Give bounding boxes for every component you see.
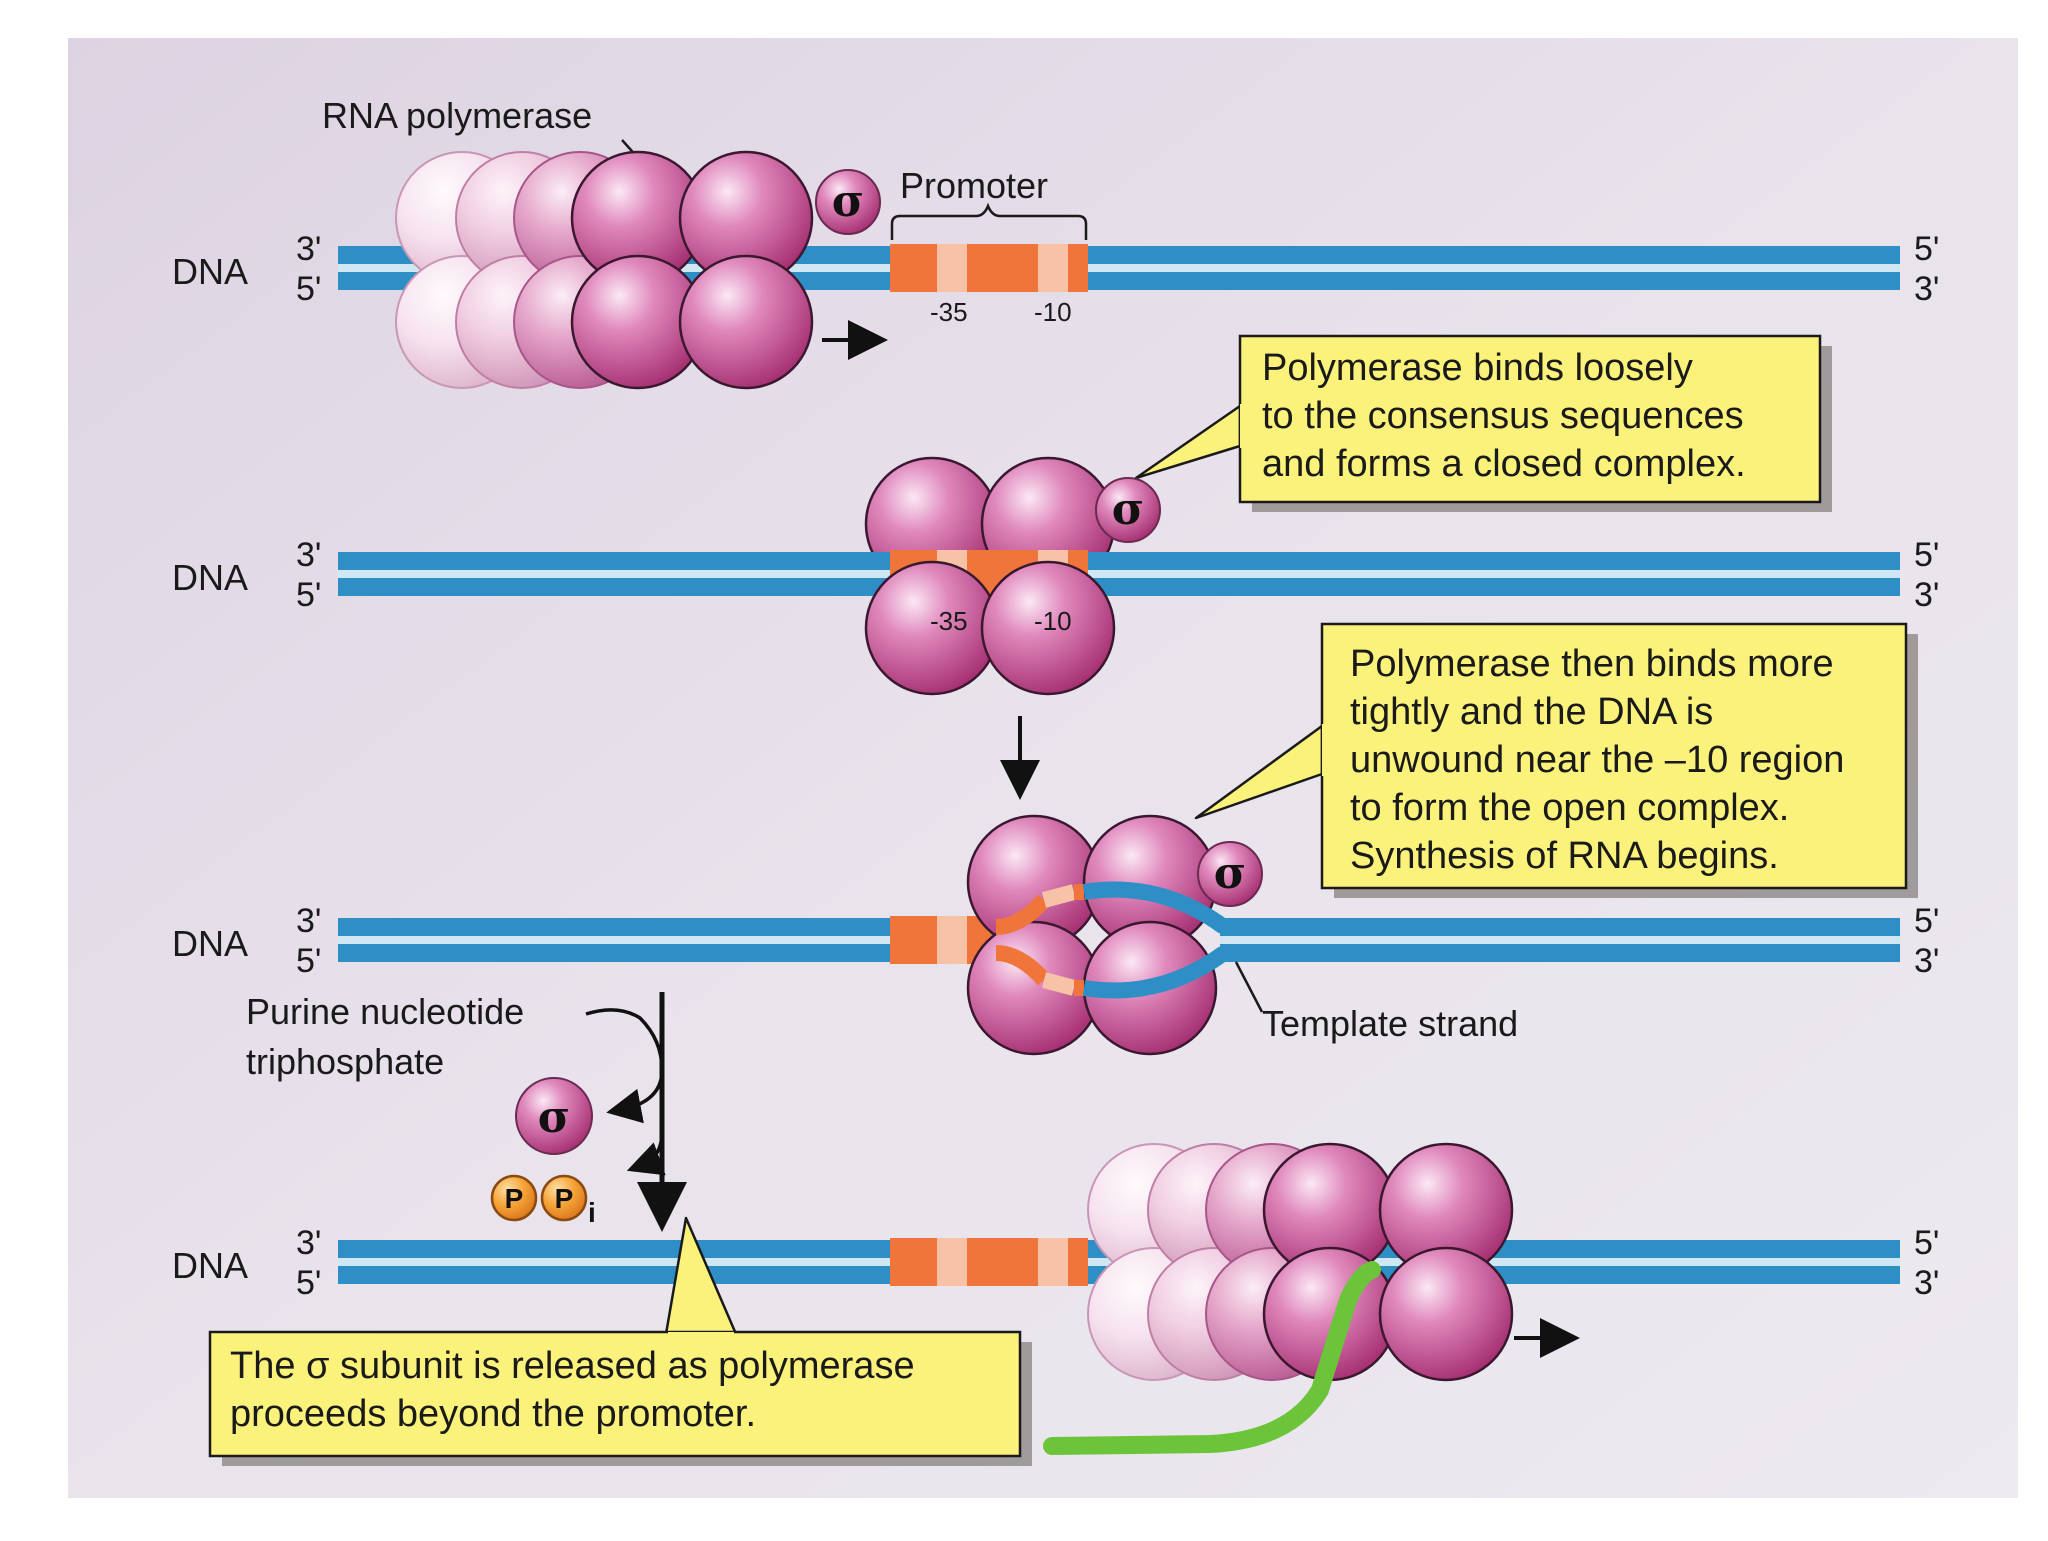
strand-end-3prime-left: 3': [296, 536, 321, 574]
sigma-symbol: σ: [832, 176, 864, 227]
strand-end-3prime-right: 3': [1914, 942, 1939, 980]
callout-closed-line-3: and forms a closed complex.: [1262, 443, 1746, 485]
sigma-symbol: σ: [1214, 848, 1246, 899]
dna-label: DNA: [172, 251, 248, 292]
unwound-dna-bubble: [995, 881, 1229, 999]
incoming-nucleotide-arrow: [585, 1008, 664, 1124]
callout-open-line-2: tightly and the DNA is: [1350, 691, 1713, 733]
row-2-closed-complex: -35 -10 σ DNA 3' 5' 5' 3': [172, 456, 1939, 696]
minus-10-label: -10: [1034, 297, 1072, 327]
dna-label: DNA: [172, 1245, 248, 1286]
callout-closed-complex: Polymerase binds loosely to the consensu…: [1134, 334, 1832, 512]
released-sigma-subunit: σ: [515, 1077, 593, 1155]
minus-35-label: -35: [930, 297, 968, 327]
strand-end-5prime-left: 5': [296, 576, 321, 614]
strand-end-3prime-left: 3': [296, 1224, 321, 1262]
dna-double-strand: [338, 918, 1900, 962]
callout-open-complex: Polymerase then binds more tightly and t…: [1194, 622, 1918, 898]
strand-end-3prime-left: 3': [296, 230, 321, 268]
rna-transcript: [1043, 1261, 1381, 1455]
inorganic-subscript: i: [588, 1197, 596, 1228]
phosphate-symbol: P: [555, 1183, 574, 1214]
template-strand-label: Template strand: [1262, 1003, 1518, 1044]
rna-polymerase-core-enzyme: [1087, 1142, 1514, 1382]
row-4-elongation: DNA 3' 5' 5' 3': [172, 1142, 1939, 1455]
callout-open-line-1: Polymerase then binds more: [1350, 643, 1834, 685]
dna-double-strand: [338, 552, 1900, 596]
minus-10-label: -10: [1034, 606, 1072, 636]
strand-end-5prime-left: 5': [296, 942, 321, 980]
strand-end-5prime-right: 5': [1914, 536, 1939, 574]
sigma-release-reaction: Purine nucleotide triphosphate σ P P i: [246, 991, 687, 1232]
sigma-subunit: σ: [815, 169, 881, 235]
callout-sigma-release: The σ subunit is released as polymerase …: [208, 1216, 1032, 1466]
callout-closed-line-2: to the consensus sequences: [1262, 395, 1744, 437]
sigma-subunit: σ: [1095, 477, 1161, 543]
rna-polymerase-holoenzyme: [395, 150, 814, 390]
strand-end-5prime-left: 5': [296, 270, 321, 308]
sigma-symbol: σ: [1112, 484, 1144, 535]
callout-closed-line-1: Polymerase binds loosely: [1262, 347, 1693, 389]
strand-end-3prime-right: 3': [1914, 1264, 1939, 1302]
callout-open-line-3: unwound near the –10 region: [1350, 739, 1844, 781]
promoter-region: [890, 244, 1088, 292]
template-strand-leader-line: [1234, 961, 1264, 1013]
strand-end-5prime-right: 5': [1914, 902, 1939, 940]
promoter-bracket: [890, 202, 1088, 240]
polymerase-front-half: [864, 560, 1116, 696]
purine-label-line-2: triphosphate: [246, 1041, 444, 1082]
phosphate-symbol: P: [505, 1183, 524, 1214]
rna-polymerase-label: RNA polymerase: [322, 95, 592, 136]
strand-end-5prime-right: 5': [1914, 1224, 1939, 1262]
purine-label-line-1: Purine nucleotide: [246, 991, 524, 1032]
callout-open-line-5: Synthesis of RNA begins.: [1350, 835, 1779, 877]
strand-end-3prime-left: 3': [296, 902, 321, 940]
callout-release-line-1: The σ subunit is released as polymerase: [230, 1345, 915, 1387]
promoter-region: [890, 1238, 1088, 1286]
pyrophosphate: P P i: [490, 1174, 596, 1228]
pyrophosphate-arrow: [626, 1131, 666, 1176]
promoter-label: Promoter: [900, 165, 1048, 206]
strand-end-5prime-right: 5': [1914, 230, 1939, 268]
sigma-subunit: σ: [1197, 841, 1263, 907]
strand-end-5prime-left: 5': [296, 1264, 321, 1302]
row-3-open-complex: σ Template strand DNA 3' 5' 5' 3': [172, 814, 1939, 1056]
strand-end-3prime-right: 3': [1914, 576, 1939, 614]
polymerase-open: [966, 814, 1218, 1056]
dna-label: DNA: [172, 557, 248, 598]
strand-end-3prime-right: 3': [1914, 270, 1939, 308]
callout-release-line-2: proceeds beyond the promoter.: [230, 1393, 756, 1435]
dna-label: DNA: [172, 923, 248, 964]
sigma-symbol: σ: [538, 1092, 570, 1143]
callout-open-line-4: to form the open complex.: [1350, 787, 1789, 829]
row-1-initial-binding: -35 -10 Promoter RNA polymerase σ DNA 3'…: [172, 95, 1939, 390]
minus-35-label: -35: [930, 606, 968, 636]
